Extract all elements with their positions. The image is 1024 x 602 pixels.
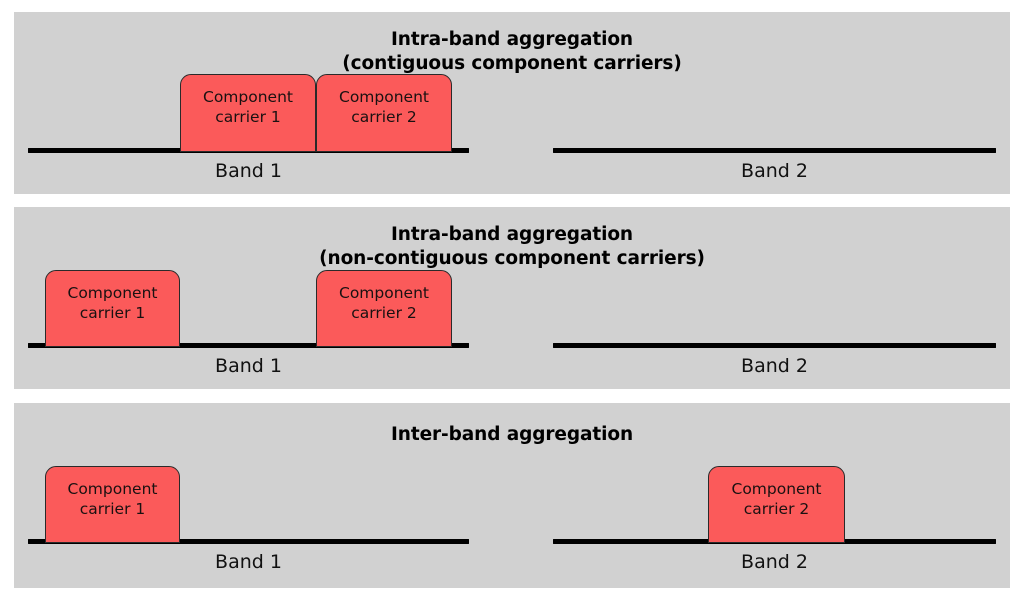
band-line-1 [28, 343, 469, 348]
carrier-block-2: Component carrier 2 [316, 270, 452, 347]
carrier-label-line1: Component [731, 480, 822, 498]
band-line-2 [553, 343, 996, 348]
panel-intra-band-non-contiguous: Intra-band aggregation (non-contiguous c… [14, 207, 1010, 389]
band-label-2: Band 2 [741, 160, 808, 182]
band-label-1: Band 1 [215, 551, 282, 573]
carrier-label-line2: carrier 1 [79, 304, 146, 322]
panel-title-line2: (contiguous component carriers) [342, 53, 682, 74]
carrier-label-line1: Component [339, 284, 429, 302]
panel-title-line1: Intra-band aggregation [391, 29, 633, 50]
carrier-label-line2: carrier 1 [215, 108, 281, 126]
band-label-1: Band 1 [215, 160, 282, 182]
carrier-label-line2: carrier 2 [743, 500, 810, 518]
carrier-label-line1: Component [67, 480, 158, 498]
carrier-block-1: Component carrier 1 [180, 74, 316, 152]
panel-inter-band: Inter-band aggregation Band 1 Band 2 Com… [14, 403, 1010, 588]
carrier-block-2: Component carrier 2 [316, 74, 452, 152]
carrier-block-2: Component carrier 2 [708, 466, 845, 543]
band-label-1: Band 1 [215, 355, 282, 377]
panel-intra-band-contiguous: Intra-band aggregation (contiguous compo… [14, 12, 1010, 194]
carrier-label-line1: Component [203, 88, 293, 106]
panel-title-line2: (non-contiguous component carriers) [319, 248, 705, 269]
panel-title-line1: Inter-band aggregation [390, 424, 634, 445]
carrier-label-line2: carrier 2 [351, 304, 417, 322]
band-line-1 [28, 539, 469, 544]
band-label-2: Band 2 [741, 355, 808, 377]
band-label-2: Band 2 [741, 551, 808, 573]
panel-title-line1: Intra-band aggregation [391, 224, 633, 245]
carrier-label-line1: Component [339, 88, 429, 106]
carrier-label-line1: Component [67, 284, 158, 302]
carrier-label-line2: carrier 1 [79, 500, 146, 518]
band-line-2 [553, 148, 996, 153]
carrier-label-line2: carrier 2 [351, 108, 417, 126]
carrier-block-1: Component carrier 1 [45, 270, 180, 347]
carrier-block-1: Component carrier 1 [45, 466, 180, 543]
